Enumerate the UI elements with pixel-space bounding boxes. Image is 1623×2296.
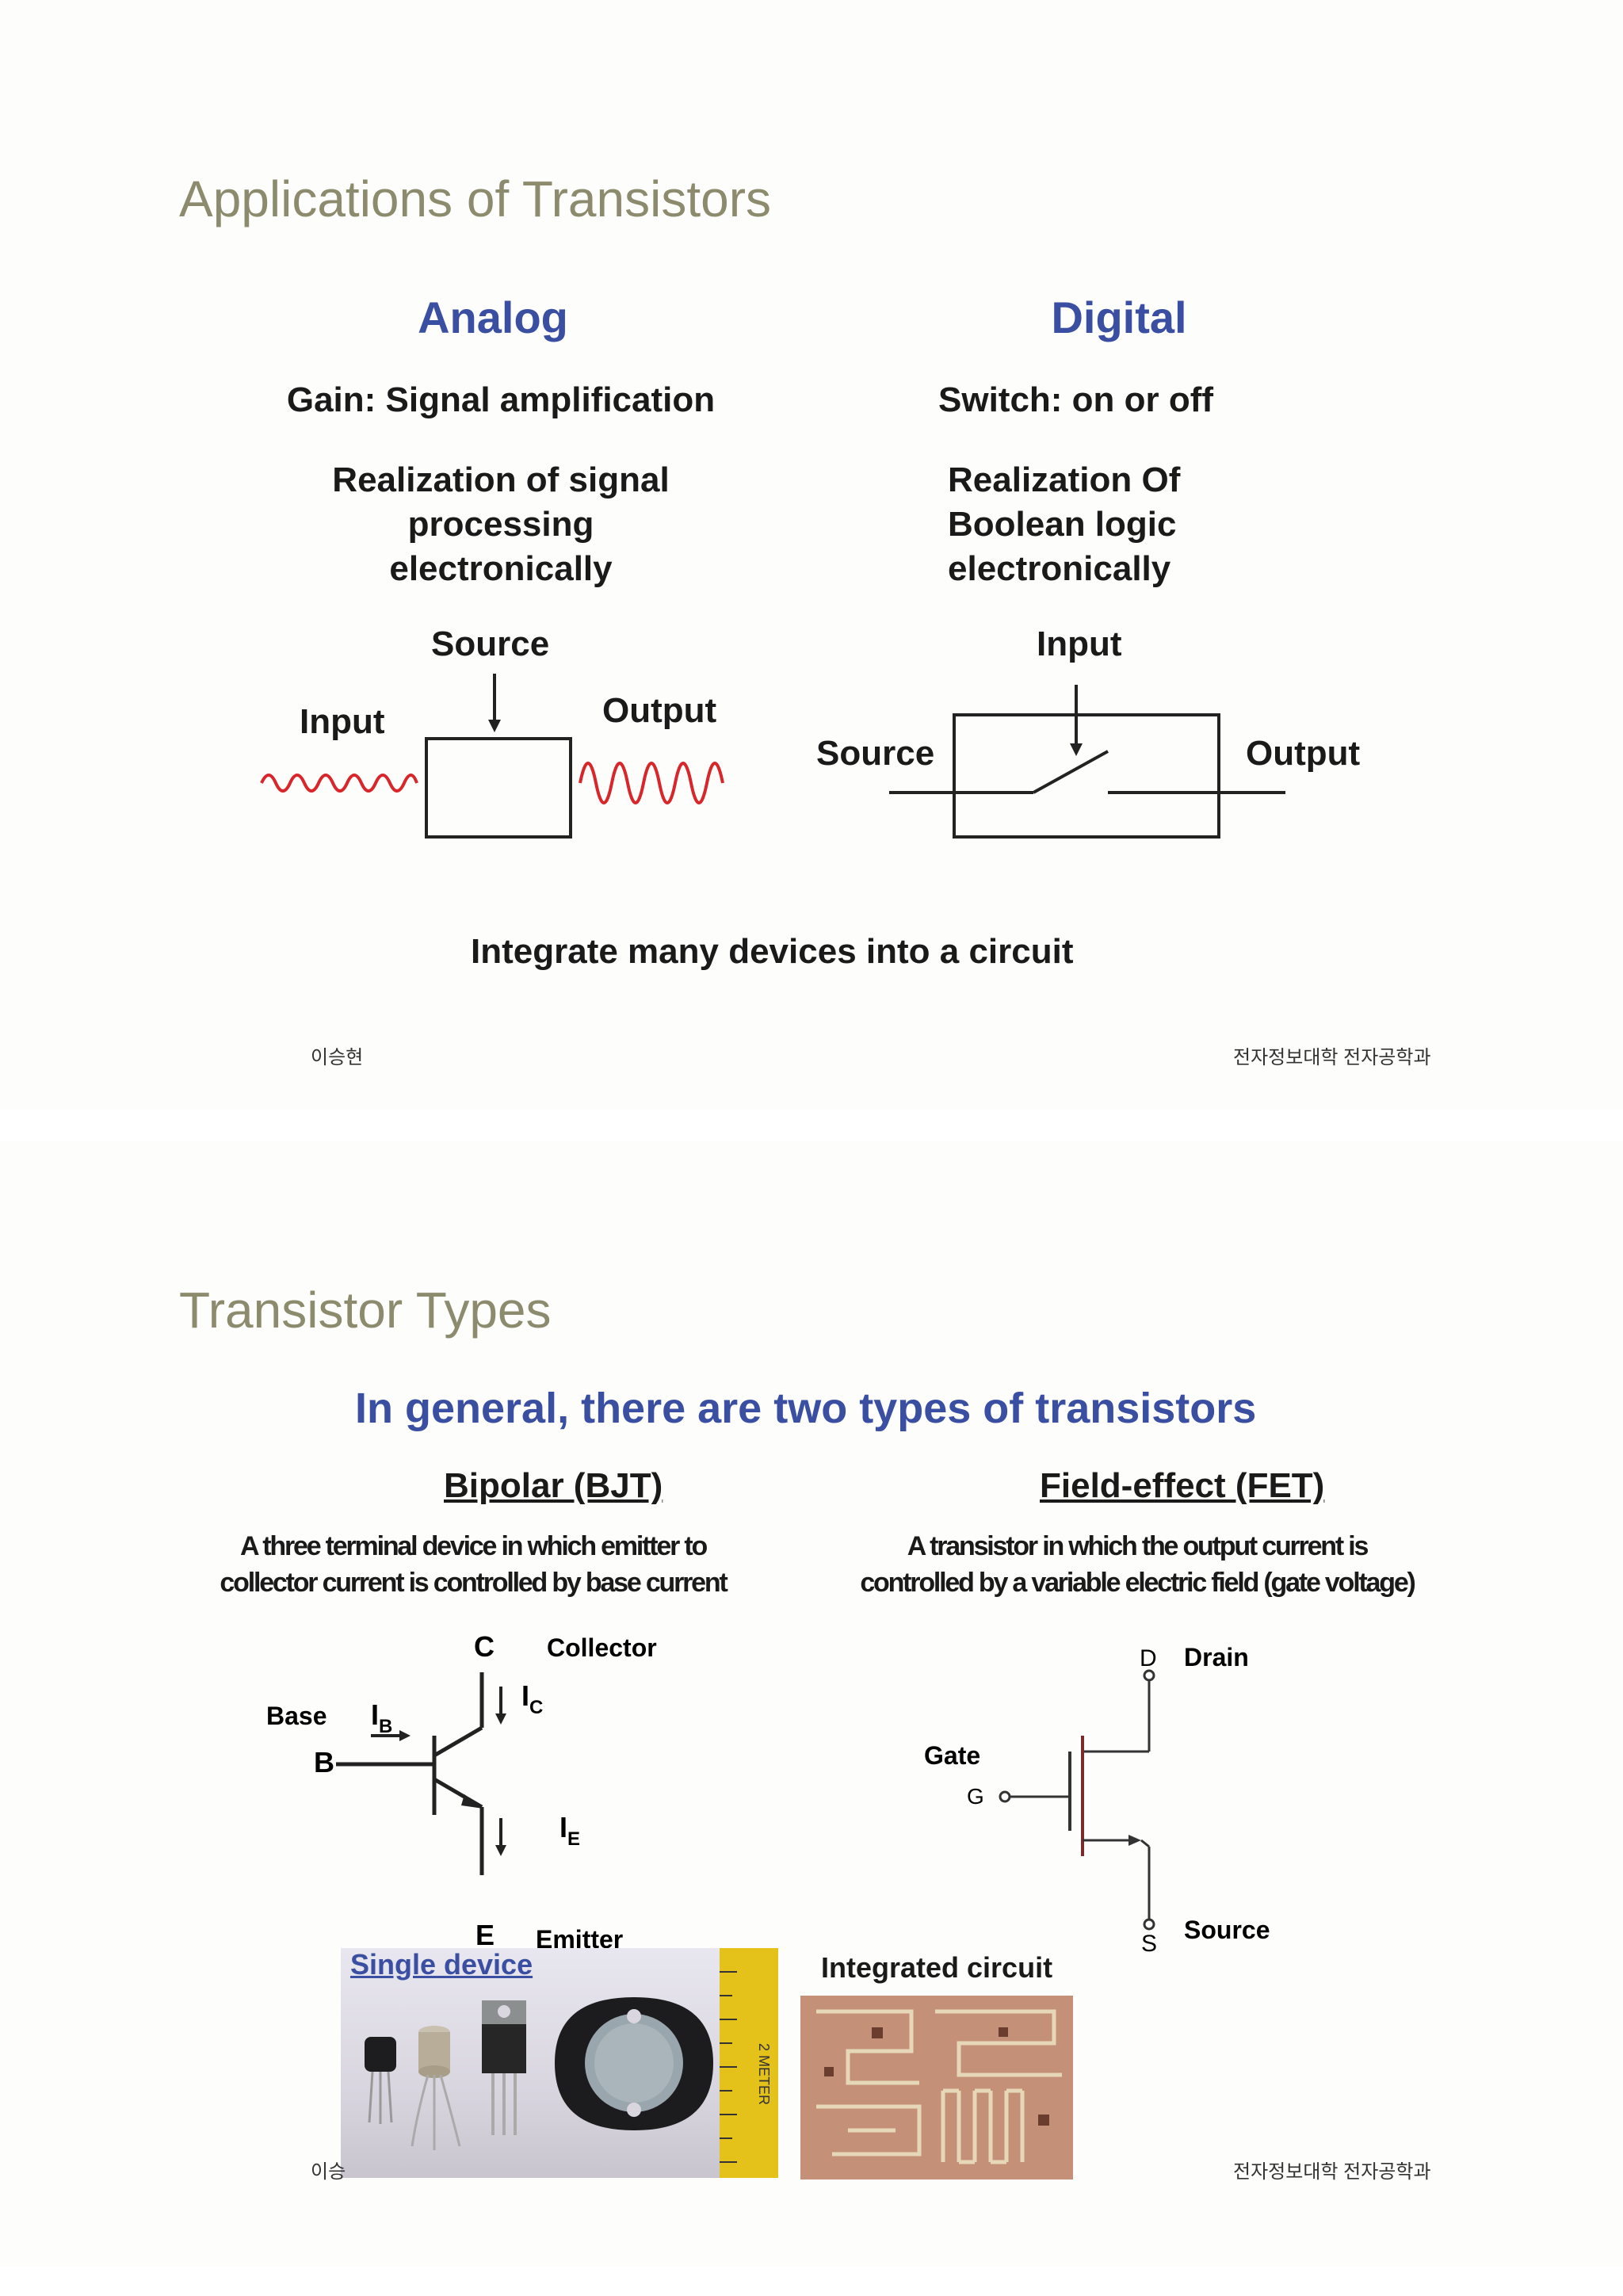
bjt-terminal-b: B <box>314 1746 334 1778</box>
fet-terminal-d: D <box>1140 1645 1157 1671</box>
fet-heading: Field-effect (FET) <box>1040 1466 1325 1505</box>
input-wave <box>260 774 418 793</box>
bjt-heading: Bipolar (BJT) <box>444 1466 663 1505</box>
bjt-description: A three terminal device in which emitter… <box>220 1531 727 1598</box>
footer-author: 이승현 <box>311 1047 364 1068</box>
fet-symbol: D Drain Gate G S Source <box>924 1643 1270 1957</box>
bjt-symbol: C Collector Base B IB IC IE E Emitter <box>266 1630 657 1954</box>
integrated-circuit-photo <box>800 1996 1073 2179</box>
single-device-photo: Single device <box>341 1948 778 2178</box>
fet-source-label: Source <box>1184 1916 1270 1944</box>
analog-realization: Realization of signal processing electro… <box>332 460 670 588</box>
bjt-terminal-e: E <box>475 1919 495 1951</box>
output-wave <box>579 762 724 804</box>
fet-terminal-g: G <box>967 1784 984 1809</box>
digital-switch: Switch: on or off <box>938 380 1214 419</box>
single-device-link[interactable]: Single device <box>350 1948 533 1981</box>
slide-title: Transistor Types <box>179 1282 552 1339</box>
footer-author: 이승 <box>311 2161 346 2183</box>
footer-department: 전자정보대학 전자공학과 <box>1233 1047 1431 1068</box>
analog-source-label: Source <box>431 625 550 663</box>
bjt-ie-label: IE <box>559 1811 580 1850</box>
slide-1: Applications of Transistors Analog Gain:… <box>0 0 1623 1110</box>
digital-heading: Digital <box>1051 292 1187 342</box>
integrate-caption: Integrate many devices into a circuit <box>471 932 1074 971</box>
analog-output-label: Output <box>602 691 717 730</box>
analog-heading: Analog <box>418 292 568 342</box>
bjt-base-label: Base <box>266 1702 327 1730</box>
digital-source-label: Source <box>816 734 935 773</box>
bjt-ic-label: IC <box>521 1679 543 1718</box>
transistor-packages-illustration: 2 METER <box>365 1948 778 2178</box>
fet-terminal-s: S <box>1141 1931 1157 1957</box>
digital-output-label: Output <box>1246 734 1361 773</box>
bjt-terminal-c: C <box>474 1630 495 1663</box>
bjt-collector-label: Collector <box>547 1633 657 1662</box>
bjt-ib-label: IB <box>371 1698 392 1737</box>
digital-input-label: Input <box>1037 625 1122 663</box>
switch-diagram <box>889 685 1285 839</box>
fet-gate-label: Gate <box>924 1741 980 1770</box>
ruler-label: 2 METER <box>756 2043 772 2105</box>
digital-realization: Realization Of Boolean logic electronica… <box>948 460 1181 588</box>
ic-die-illustration <box>816 2009 1062 2164</box>
slide-2: Transistor Types In general, there are t… <box>0 1141 1623 2267</box>
analog-input-label: Input <box>300 702 385 741</box>
slide-subtitle: In general, there are two types of trans… <box>355 1385 1257 1432</box>
fet-description: A transistor in which the output current… <box>860 1531 1416 1598</box>
analog-gain: Gain: Signal amplification <box>286 380 716 419</box>
integrated-circuit-label: Integrated circuit <box>821 1951 1053 1984</box>
amplifier-diagram <box>260 674 724 839</box>
slide-title: Applications of Transistors <box>179 170 771 227</box>
footer-department: 전자정보대학 전자공학과 <box>1233 2161 1431 2183</box>
fet-drain-label: Drain <box>1184 1643 1249 1671</box>
